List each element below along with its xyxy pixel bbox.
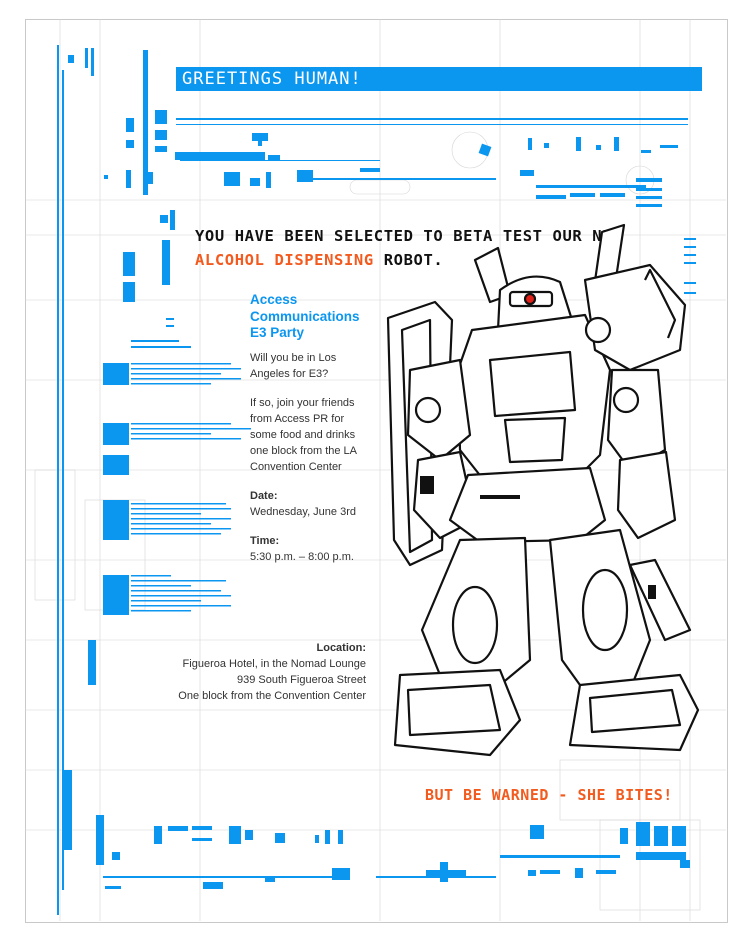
greeting-text: GREETINGS HUMAN! bbox=[182, 69, 362, 89]
event-invite: If so, join your friends from Access PR … bbox=[250, 396, 357, 473]
location-label: Location: bbox=[316, 642, 367, 654]
headline-line1: YOU HAVE BEEN SELECTED TO BETA TEST OUR … bbox=[195, 227, 623, 245]
robot-illustration bbox=[386, 223, 700, 757]
headline-line2: ALCOHOL DISPENSING ROBOT. bbox=[195, 248, 622, 272]
headline-accent: ALCOHOL DISPENSING bbox=[195, 251, 374, 269]
location-line1: Figueroa Hotel, in the Nomad Lounge bbox=[182, 658, 366, 670]
location-line3: One block from the Convention Center bbox=[178, 690, 366, 702]
date-label: Date: bbox=[250, 489, 278, 502]
time-label: Time: bbox=[250, 534, 280, 547]
location-line2: 939 South Figueroa Street bbox=[236, 674, 366, 686]
greeting-banner bbox=[176, 67, 702, 91]
event-title: Access Communications E3 Party bbox=[250, 292, 360, 340]
event-intro: Will you be in Los Angeles for E3? bbox=[250, 351, 337, 380]
location-block: Location: Figueroa Hotel, in the Nomad L… bbox=[178, 640, 366, 704]
event-details: Access Communications E3 Party Will you … bbox=[250, 292, 370, 578]
time-value: 5:30 p.m. – 8:00 p.m. bbox=[250, 550, 354, 563]
headline: YOU HAVE BEEN SELECTED TO BETA TEST OUR … bbox=[195, 224, 622, 272]
date-value: Wednesday, June 3rd bbox=[250, 505, 356, 518]
headline-tail: ROBOT. bbox=[373, 251, 444, 269]
warning-text: BUT BE WARNED - SHE BITES! bbox=[425, 786, 673, 804]
